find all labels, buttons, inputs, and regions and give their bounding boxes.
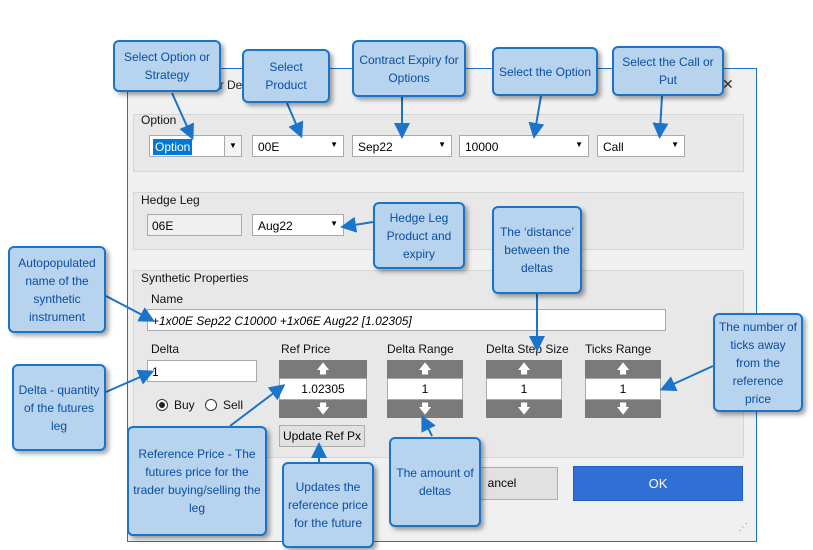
synthetic-name-value: +1x00E Sep22 C10000 +1x06E Aug22 [1.0230… bbox=[152, 314, 412, 328]
sell-radio[interactable] bbox=[205, 399, 217, 411]
callout-updates-ref: Updates the reference price for the futu… bbox=[282, 462, 374, 548]
ticks-range-input[interactable]: 1 bbox=[585, 378, 661, 400]
hedge-leg-label: Hedge Leg bbox=[141, 193, 200, 207]
callout-select-option: Select Option or Strategy bbox=[113, 40, 221, 92]
option-type-value: Option bbox=[153, 139, 193, 155]
hedge-expiry-select[interactable]: Aug22 ▼ bbox=[252, 214, 344, 236]
synthetic-name-field[interactable]: +1x00E Sep22 C10000 +1x06E Aug22 [1.0230… bbox=[147, 309, 666, 331]
arrow-up-icon: 🡅 bbox=[418, 361, 432, 376]
option-group-label: Option bbox=[141, 113, 177, 127]
resize-grip-icon[interactable]: ⋰ bbox=[738, 522, 748, 533]
delta-range-up-button[interactable]: 🡅 bbox=[387, 360, 463, 378]
arrow-down-icon: 🡇 bbox=[616, 401, 630, 416]
name-label: Name bbox=[151, 292, 184, 306]
hedge-product-field: 06E bbox=[147, 214, 242, 236]
ref-price-up-button[interactable]: 🡅 bbox=[279, 360, 367, 378]
callout-reference-price: Reference Price - The futures price for … bbox=[127, 426, 267, 536]
arrow-down-icon: 🡇 bbox=[517, 401, 531, 416]
buy-radio[interactable] bbox=[156, 399, 168, 411]
product-value: 00E bbox=[258, 140, 280, 154]
hedge-expiry-value: Aug22 bbox=[258, 219, 293, 233]
delta-step-input[interactable]: 1 bbox=[486, 378, 562, 400]
delta-step-down-button[interactable]: 🡇 bbox=[486, 400, 562, 418]
arrow-down-icon: 🡇 bbox=[316, 401, 330, 416]
callout-select-the-option: Select the Option bbox=[492, 47, 598, 96]
arrow-down-icon: 🡇 bbox=[418, 401, 432, 416]
callout-autopopulated: Autopopulated name of the synthetic inst… bbox=[8, 246, 106, 333]
chevron-down-icon: ▼ bbox=[671, 140, 679, 149]
chevron-down-icon: ▼ bbox=[229, 141, 237, 150]
ticks-range-label: Ticks Range bbox=[585, 342, 652, 356]
delta-label: Delta bbox=[151, 342, 180, 356]
ref-price-input[interactable]: 1.02305 bbox=[279, 378, 367, 400]
callout-select-call-put: Select the Call or Put bbox=[612, 46, 724, 96]
delta-value: 1 bbox=[152, 365, 159, 379]
option-type-dropdown-button[interactable]: ▼ bbox=[224, 136, 241, 156]
callout-delta-quantity: Delta - quantity of the futures leg bbox=[12, 364, 106, 451]
callout-hedge-leg: Hedge Leg Product and expiry bbox=[373, 202, 465, 269]
hedge-product-value: 06E bbox=[152, 219, 174, 233]
ticks-range-down-button[interactable]: 🡇 bbox=[585, 400, 661, 418]
chevron-down-icon: ▼ bbox=[575, 140, 583, 149]
delta-input[interactable]: 1 bbox=[147, 360, 257, 382]
option-type-select[interactable]: Option ▼ bbox=[149, 135, 242, 157]
strike-value: 10000 bbox=[465, 140, 499, 154]
sell-label: Sell bbox=[223, 398, 244, 412]
product-select[interactable]: 00E ▼ bbox=[252, 135, 344, 157]
callout-ticks-away: The number of ticks away from the refere… bbox=[713, 313, 803, 412]
arrow-up-icon: 🡅 bbox=[616, 361, 630, 376]
ref-price-down-button[interactable]: 🡇 bbox=[279, 400, 367, 418]
delta-step-up-button[interactable]: 🡅 bbox=[486, 360, 562, 378]
close-icon[interactable]: ✕ bbox=[722, 76, 734, 92]
update-ref-px-button[interactable]: Update Ref Px bbox=[279, 425, 365, 447]
arrow-up-icon: 🡅 bbox=[517, 361, 531, 376]
call-put-select[interactable]: Call ▼ bbox=[597, 135, 685, 157]
delta-range-input[interactable]: 1 bbox=[387, 378, 463, 400]
chevron-down-icon: ▼ bbox=[330, 219, 338, 228]
callout-select-product: Select Product bbox=[242, 49, 330, 103]
delta-step-label: Delta Step Size bbox=[486, 342, 569, 356]
expiry-select[interactable]: Sep22 ▼ bbox=[352, 135, 452, 157]
callout-distance: The ‘distance’ between the deltas bbox=[492, 206, 582, 294]
ticks-range-up-button[interactable]: 🡅 bbox=[585, 360, 661, 378]
synthetic-properties-label: Synthetic Properties bbox=[141, 271, 249, 285]
strike-select[interactable]: 10000 ▼ bbox=[459, 135, 589, 157]
call-put-value: Call bbox=[603, 140, 624, 154]
ref-price-label: Ref Price bbox=[281, 342, 331, 356]
ok-button[interactable]: OK bbox=[573, 466, 743, 501]
delta-range-down-button[interactable]: 🡇 bbox=[387, 400, 463, 418]
chevron-down-icon: ▼ bbox=[330, 140, 338, 149]
expiry-value: Sep22 bbox=[358, 140, 393, 154]
callout-contract-expiry: Contract Expiry for Options bbox=[352, 40, 466, 97]
buy-label: Buy bbox=[174, 398, 195, 412]
arrow-up-icon: 🡅 bbox=[316, 361, 330, 376]
callout-amount-deltas: The amount of deltas bbox=[389, 437, 481, 527]
delta-range-label: Delta Range bbox=[387, 342, 454, 356]
chevron-down-icon: ▼ bbox=[438, 140, 446, 149]
